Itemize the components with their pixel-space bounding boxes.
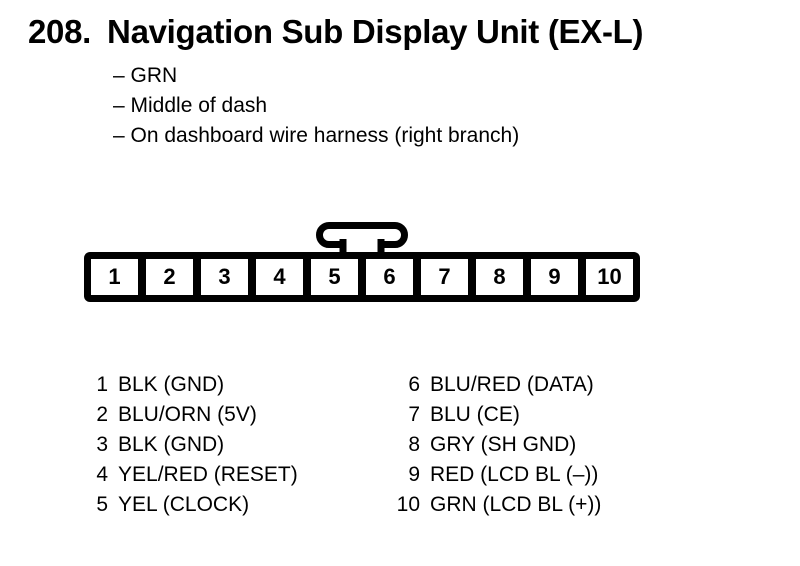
detail-harness: – On dashboard wire harness (right branc…: [113, 124, 520, 147]
pin-number: 8: [408, 433, 420, 456]
pin-number: 6: [408, 373, 420, 396]
page-title: Navigation Sub Display Unit (EX-L): [107, 13, 644, 50]
pin-description: GRN (LCD BL (+)): [430, 493, 602, 516]
pin-row: 8 GRY (SH GND): [396, 430, 601, 460]
pin-row: 1 BLK (GND): [84, 370, 298, 400]
pinout-list-left: 1 BLK (GND) 2 BLU/ORN (5V) 3 BLK (GND) 4…: [84, 370, 298, 520]
pin-number: 1: [96, 373, 108, 396]
pin-row: 9 RED (LCD BL (–)): [396, 460, 601, 490]
detail-location: – Middle of dash: [113, 94, 268, 117]
pinout-list-right: 6 BLU/RED (DATA) 7 BLU (CE) 8 GRY (SH GN…: [396, 370, 602, 520]
connector-diagram: 1 2 3 4 5 6 7 8 9 10: [84, 222, 640, 302]
pin-number: 9: [408, 463, 420, 486]
pin-cell-7: 7: [421, 259, 468, 295]
pin-number: 2: [96, 403, 108, 426]
connector-details: – GRN – Middle of dash – On dashboard wi…: [113, 61, 519, 151]
pin-row: 7 BLU (CE): [396, 400, 601, 430]
pin-cell-8: 8: [476, 259, 523, 295]
pin-cell-3: 3: [201, 259, 248, 295]
pin-description: BLU/ORN (5V): [118, 403, 257, 426]
pin-cell-5: 5: [311, 259, 358, 295]
pin-description: GRY (SH GND): [430, 433, 577, 456]
pin-row: 10 GRN (LCD BL (+)): [396, 490, 602, 520]
pin-number: 7: [408, 403, 420, 426]
pin-cell-1: 1: [91, 259, 138, 295]
pin-description: YEL/RED (RESET): [118, 463, 298, 486]
pin-row: 3 BLK (GND): [84, 430, 298, 460]
pin-number: 10: [396, 493, 420, 516]
pin-cell-4: 4: [256, 259, 303, 295]
section-heading: 208. Navigation Sub Display Unit (EX-L): [28, 13, 644, 51]
pin-cell-10: 10: [586, 259, 633, 295]
pin-description: BLU/RED (DATA): [430, 373, 594, 396]
pin-cell-2: 2: [146, 259, 193, 295]
detail-wire-color: – GRN: [113, 64, 178, 87]
connector-latch-stem-icon: [339, 239, 385, 252]
pin-description: RED (LCD BL (–)): [430, 463, 599, 486]
pin-cell-6: 6: [366, 259, 413, 295]
pin-cell-9: 9: [531, 259, 578, 295]
section-number: 208.: [28, 13, 92, 50]
pin-description: YEL (CLOCK): [118, 493, 250, 516]
pin-number: 3: [96, 433, 108, 456]
pin-row: 2 BLU/ORN (5V): [84, 400, 298, 430]
pin-row: 6 BLU/RED (DATA): [396, 370, 601, 400]
pin-number: 5: [96, 493, 108, 516]
pin-row: 5 YEL (CLOCK): [84, 490, 298, 520]
pin-number: 4: [96, 463, 108, 486]
pin-description: BLK (GND): [118, 433, 225, 456]
connector-body: 1 2 3 4 5 6 7 8 9 10: [84, 252, 640, 302]
pin-row: 4 YEL/RED (RESET): [84, 460, 298, 490]
pin-description: BLK (GND): [118, 373, 225, 396]
pin-description: BLU (CE): [430, 403, 520, 426]
